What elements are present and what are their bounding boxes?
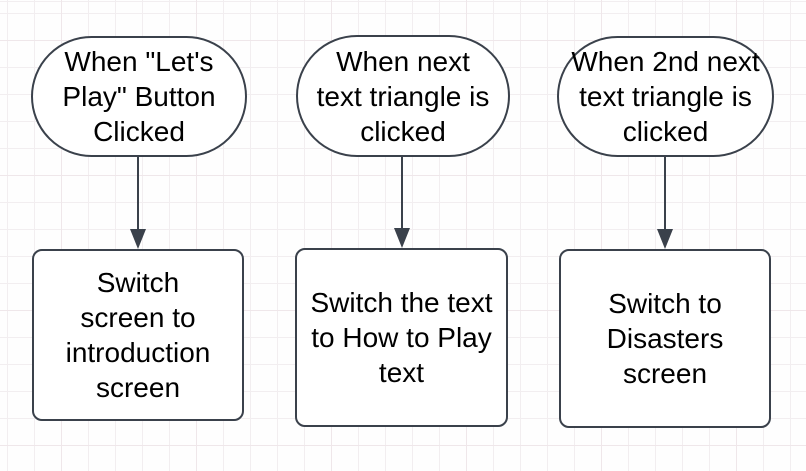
start-node-label: When "Let's Play" Button Clicked: [62, 46, 216, 147]
action-node-label: Switch screen to introduction screen: [65, 267, 211, 403]
connector-lets-play-to-introduction[interactable]: [130, 157, 146, 249]
action-node-switch-disasters-screen[interactable]: Switch to Disasters screen: [559, 249, 771, 428]
connector-2nd-next-triangle-to-disasters[interactable]: [657, 157, 673, 249]
start-node-next-triangle-clicked[interactable]: When next text triangle is clicked: [296, 35, 510, 157]
arrow-line: [137, 157, 139, 231]
arrow-head: [394, 228, 410, 248]
arrow-line: [401, 157, 403, 230]
action-node-switch-how-to-play-text[interactable]: Switch the text to How to Play text: [295, 248, 508, 427]
start-node-label: When 2nd next text triangle is clicked: [571, 46, 760, 147]
action-node-switch-introduction-screen[interactable]: Switch screen to introduction screen: [32, 249, 244, 421]
action-node-label: Switch the text to How to Play text: [310, 287, 493, 388]
start-node-2nd-next-triangle-clicked[interactable]: When 2nd next text triangle is clicked: [557, 36, 774, 157]
connector-next-triangle-to-how-to-play[interactable]: [394, 157, 410, 248]
arrow-line: [664, 157, 666, 231]
start-node-label: When next text triangle is clicked: [316, 45, 490, 147]
start-node-lets-play-clicked[interactable]: When "Let's Play" Button Clicked: [31, 36, 247, 157]
arrow-head: [657, 229, 673, 249]
arrow-head: [130, 229, 146, 249]
action-node-label: Switch to Disasters screen: [606, 288, 724, 389]
